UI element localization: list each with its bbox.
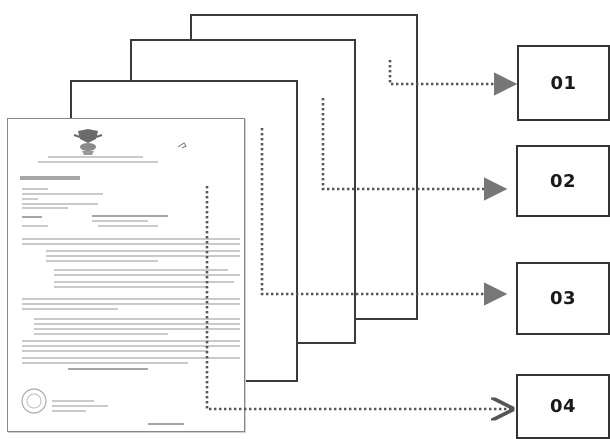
scanned-document-content [20, 129, 240, 425]
label-box-04: 04 [516, 374, 610, 439]
label-box-03: 03 [516, 262, 610, 335]
label-03-text: 03 [549, 288, 577, 309]
label-04-text: 04 [549, 396, 577, 417]
label-01-text: 01 [550, 72, 577, 94]
signature-stamp [21, 388, 184, 425]
document-page-1 [7, 118, 245, 432]
document-body-text [22, 238, 240, 370]
label-box-02: 02 [516, 145, 610, 217]
label-box-01: 01 [517, 45, 610, 121]
label-02-text: 02 [549, 170, 577, 192]
coat-of-arms-icon [73, 129, 103, 155]
